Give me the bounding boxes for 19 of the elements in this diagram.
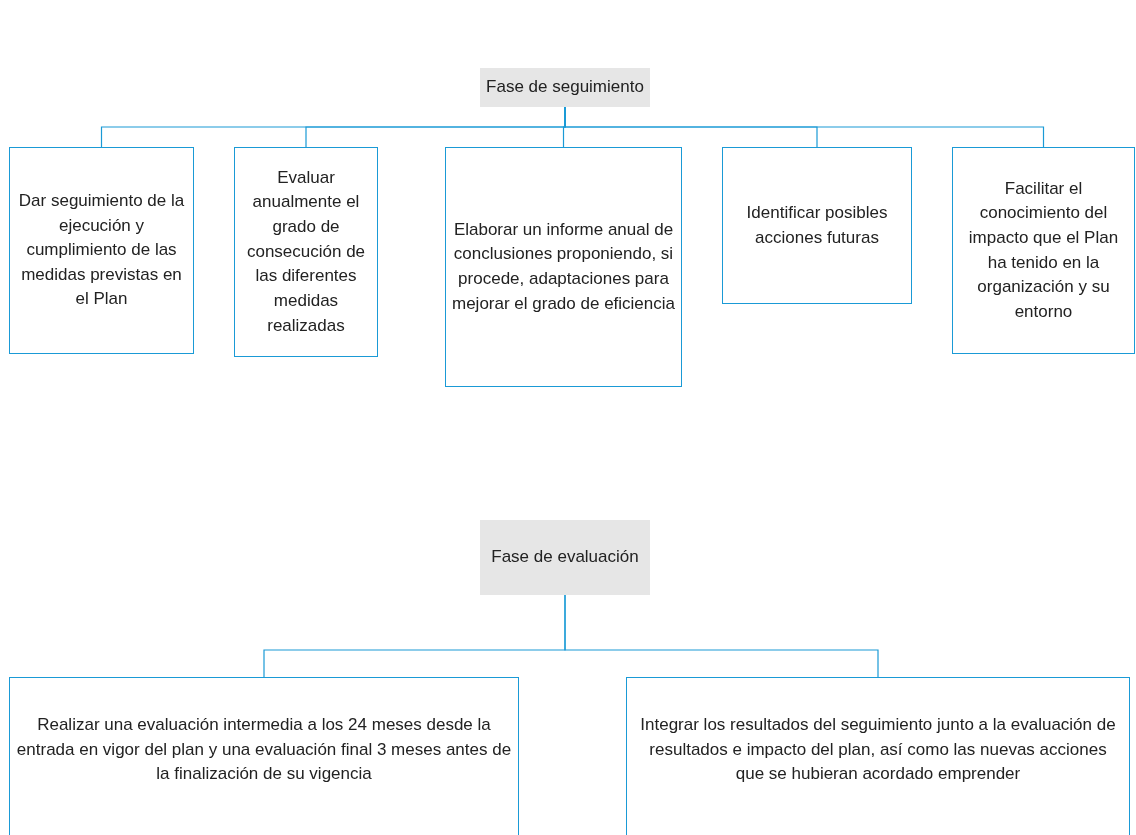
connector-line — [564, 594, 879, 678]
task-box — [9, 147, 194, 354]
task-box — [626, 677, 1130, 835]
box-text: Realizar una evaluación intermedia a los 24 meses desde la entrada en vigor del plan y una evaluación final 3 meses antes de la finalización de su vigencia — [16, 714, 512, 786]
box-text: Fase de seguimiento — [486, 76, 644, 99]
box-text: Evaluar anualmente el grado de consecución de las diferentes medidas realizadas — [245, 166, 367, 337]
box-text: Dar seguimiento de la ejecución y cumplimiento de las medidas previstas en el Plan — [17, 189, 186, 311]
box-text: Integrar los resultados del seguimiento junto a la evaluación de resultados e impacto del plan, así como las nuevas acciones que se hubieran acordado emprender — [639, 714, 1117, 786]
box-text: Elaborar un informe anual de conclusiones proponiendo, si procede, adaptaciones para mejorar el grado de eficiencia — [452, 218, 675, 315]
box-text: Facilitar el conocimiento del impacto que el Plan ha tenido en la organización y su entorno — [967, 177, 1120, 323]
task-box — [445, 147, 682, 387]
phase-box — [480, 520, 650, 595]
task-box — [9, 677, 519, 835]
phase-box — [480, 68, 650, 107]
task-box — [952, 147, 1135, 354]
task-box — [722, 147, 912, 304]
box-text: Fase de evaluación — [491, 546, 639, 569]
task-box — [234, 147, 378, 357]
box-text: Identificar posibles acciones futuras — [745, 201, 889, 249]
